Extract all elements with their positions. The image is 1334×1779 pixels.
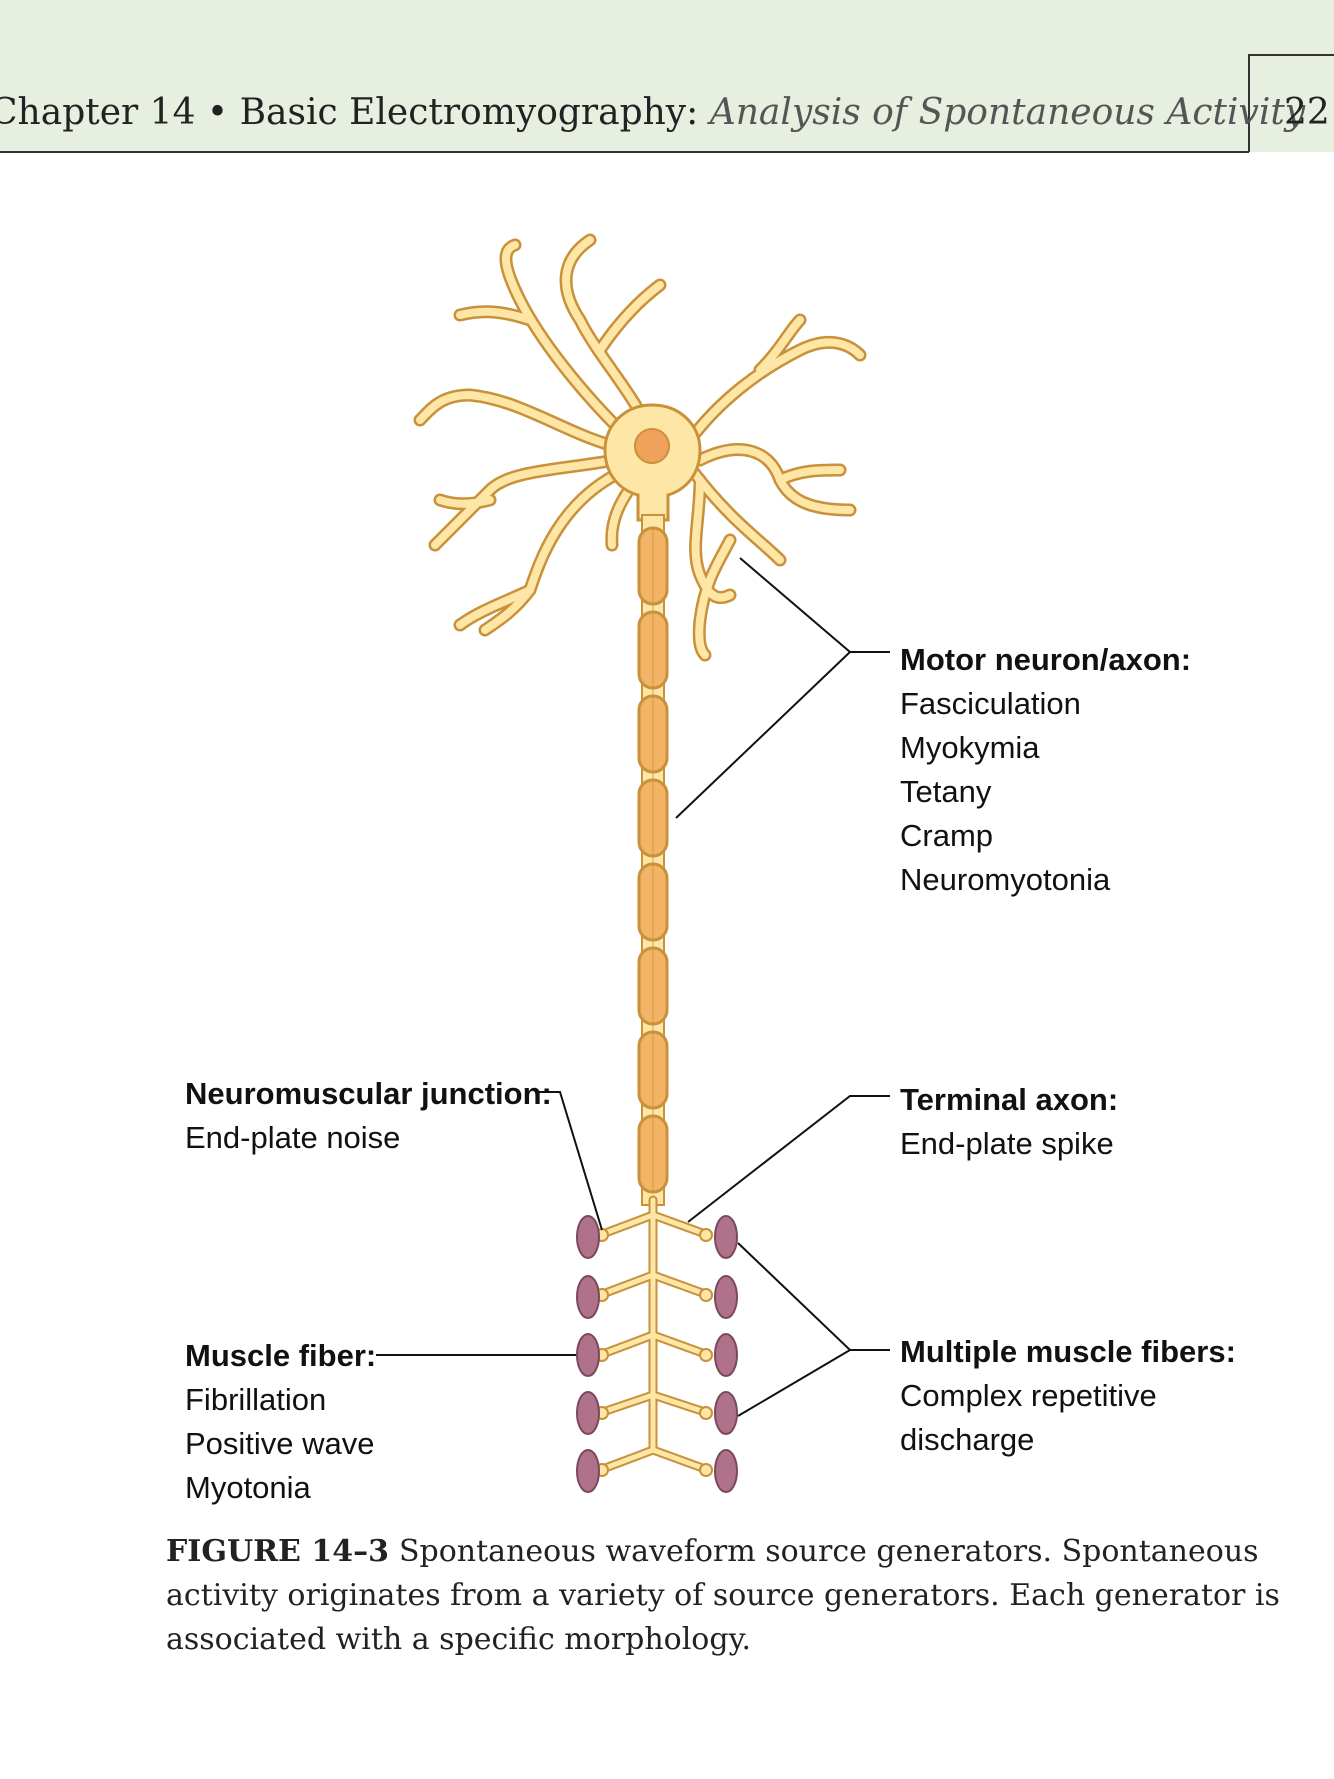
muscle-fiber <box>714 1215 738 1259</box>
axon <box>637 514 669 1206</box>
label-item: Tetany <box>900 774 992 809</box>
label-item: Neuromyotonia <box>900 862 1111 897</box>
label-motor-neuron: Motor neuron/axon: Fasciculation Myokymi… <box>900 638 1191 902</box>
label-item: Fasciculation <box>900 686 1081 721</box>
dendrites <box>413 233 867 662</box>
nucleus <box>634 428 670 464</box>
muscle-fiber <box>714 1333 738 1377</box>
label-muscle-fiber-title: Muscle fiber: <box>185 1338 377 1373</box>
terminal-branches <box>595 1195 713 1477</box>
header-rule <box>0 151 1249 153</box>
muscle-fiber <box>714 1391 738 1435</box>
label-item: discharge <box>900 1422 1035 1457</box>
figure-caption-text: Spontaneous waveform source generators. … <box>166 1534 1280 1657</box>
label-item: End-plate spike <box>900 1126 1114 1161</box>
label-motor-neuron-title: Motor neuron/axon: <box>900 642 1192 677</box>
label-item: Myokymia <box>900 730 1040 765</box>
label-muscle-fiber: Muscle fiber: Fibrillation Positive wave… <box>185 1334 376 1510</box>
page-number: 22 <box>1284 92 1330 133</box>
label-item: Complex repetitive <box>900 1378 1157 1413</box>
running-head-chapter: Chapter 14 • Basic Electromyography: <box>0 92 699 133</box>
label-item: Fibrillation <box>185 1382 327 1417</box>
label-item: Myotonia <box>185 1470 311 1505</box>
label-neuromuscular-junction: Neuromuscular junction: End-plate noise <box>185 1072 552 1160</box>
muscle-fiber <box>576 1215 600 1259</box>
label-multiple-muscle-fibers: Multiple muscle fibers: Complex repetiti… <box>900 1330 1236 1462</box>
page-number-box <box>1248 54 1334 152</box>
muscle-fiber <box>576 1449 600 1493</box>
header-band <box>0 0 1334 152</box>
label-neuromuscular-junction-title: Neuromuscular junction: <box>185 1076 552 1111</box>
muscle-fiber <box>714 1275 738 1319</box>
label-terminal-axon: Terminal axon: End-plate spike <box>900 1078 1118 1166</box>
label-item: End-plate noise <box>185 1120 401 1155</box>
label-terminal-axon-title: Terminal axon: <box>900 1082 1119 1117</box>
label-item: Cramp <box>900 818 994 853</box>
running-head: Chapter 14 • Basic Electromyography: Ana… <box>0 92 1305 133</box>
label-item: Positive wave <box>185 1426 375 1461</box>
muscle-fiber <box>576 1333 600 1377</box>
muscle-fibers <box>576 1215 738 1493</box>
muscle-fiber <box>576 1391 600 1435</box>
figure-label: FIGURE 14–3 <box>166 1534 389 1569</box>
muscle-fiber <box>714 1449 738 1493</box>
running-head-title: Analysis of Spontaneous Activity <box>709 92 1306 133</box>
muscle-fiber <box>576 1275 600 1319</box>
leader-lines <box>376 557 890 1417</box>
label-multiple-muscle-fibers-title: Multiple muscle fibers: <box>900 1334 1236 1369</box>
